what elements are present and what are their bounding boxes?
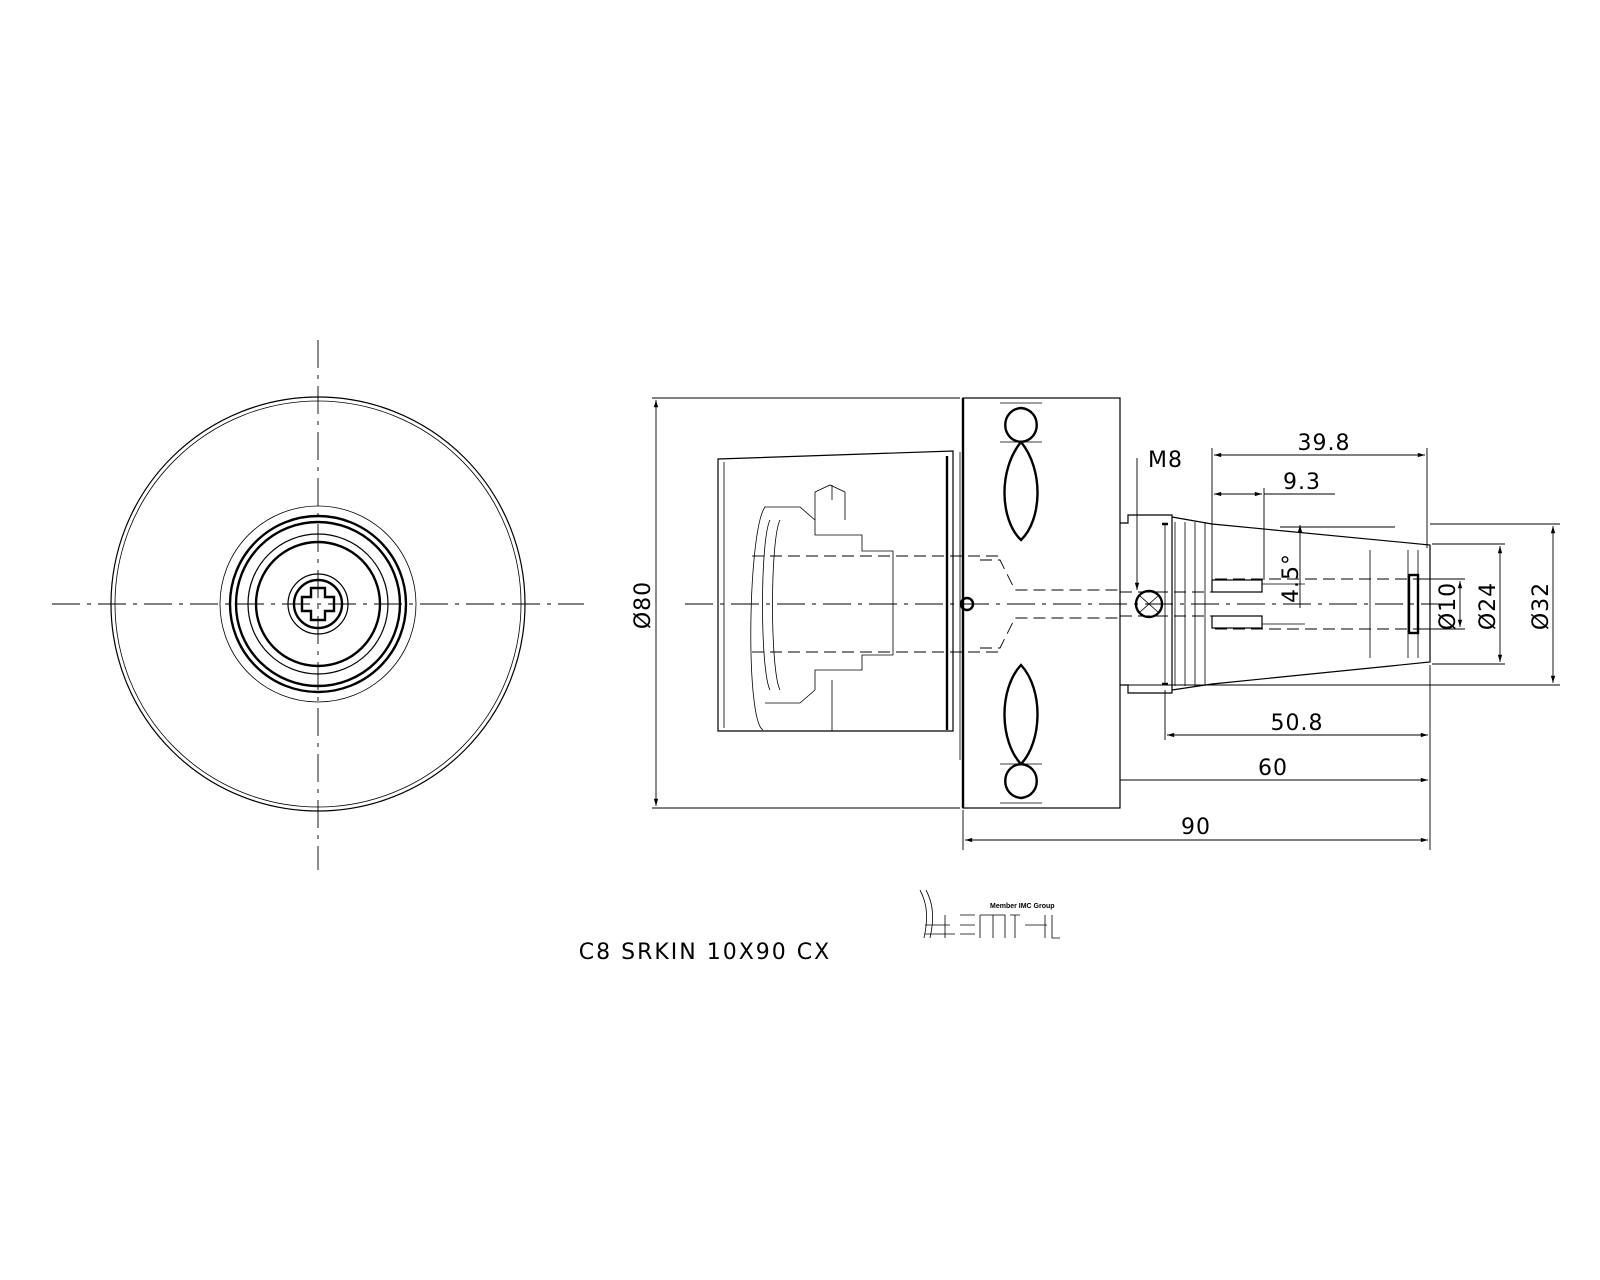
side-view: [685, 397, 1450, 809]
iscar-logo: Member IMC Group: [919, 889, 1060, 939]
flange-body: [962, 397, 1121, 809]
dim-9-3-label: 9.3: [1283, 470, 1321, 495]
flange-hidden-bore-top: [980, 559, 1120, 591]
front-view: [52, 340, 584, 870]
capto-taper-body: [717, 450, 954, 732]
shank-outer-circle: [219, 505, 417, 703]
dim-m8-label: M8: [1148, 448, 1183, 473]
nose-end-slot: [1407, 573, 1420, 635]
flange-outline-circle: [110, 396, 526, 812]
capto-keyway-top: [814, 484, 846, 520]
stop-screw-lower: [1211, 615, 1263, 629]
dim-d10-label: Ø10: [1436, 582, 1461, 630]
logo-wordmark-strokes: [925, 914, 1060, 939]
bore-inner-circle: [292, 578, 344, 630]
flange-hidden-bore-bottom: [980, 617, 1120, 649]
coolant-hole-icon: [959, 596, 975, 612]
m8-screw-cross: [1139, 595, 1159, 613]
dim-d80-label: Ø80: [631, 581, 656, 629]
part-number-text: C8 SRKIN 10X90 CX: [578, 940, 832, 965]
capto-inner-profile: [750, 506, 894, 731]
nose-circle: [228, 514, 408, 694]
clamp-ring-inner-circle: [254, 540, 382, 668]
thread-rings: [1164, 522, 1206, 686]
stop-screw-upper: [1211, 579, 1263, 593]
capto-groove-arc: [762, 519, 771, 691]
m8-screw-head-icon: [1134, 589, 1164, 619]
flange-slot-top-oval: [1004, 406, 1038, 444]
dim-d32-label: Ø32: [1529, 582, 1554, 630]
dimensions: Ø80 M8 39.8 9.3 4.5° Ø10 Ø24 Ø32: [631, 397, 1560, 850]
clamp-ring-circle: [247, 533, 389, 675]
dim-90-label: 90: [1181, 815, 1211, 840]
dim-angle-label: 4.5°: [1279, 553, 1304, 603]
logo-tagline: Member IMC Group: [990, 903, 1055, 910]
stop-screw-extension: [1262, 583, 1305, 625]
flange-slot-bottom-oval: [1004, 762, 1038, 800]
dim-39-8-label: 39.8: [1298, 431, 1351, 456]
dim-50-8-label: 50.8: [1271, 711, 1324, 736]
shank-neck: [1120, 514, 1173, 694]
dim-60-label: 60: [1258, 756, 1288, 781]
flange-drive-slot-bottom: [1003, 663, 1039, 766]
part-number-caption: C8 SRKIN 10X90 CX: [0, 940, 1600, 965]
nose-inner-circle: [234, 520, 402, 688]
flange-drive-slot-top: [1003, 440, 1039, 542]
socket-cross-shape: [300, 586, 336, 622]
logo-i-stroke: [919, 889, 934, 939]
bore-circle: [287, 573, 349, 635]
flange-chamfer-circle: [114, 400, 522, 808]
capto-groove-arc-2: [772, 519, 781, 691]
dim-d24-label: Ø24: [1476, 582, 1501, 630]
